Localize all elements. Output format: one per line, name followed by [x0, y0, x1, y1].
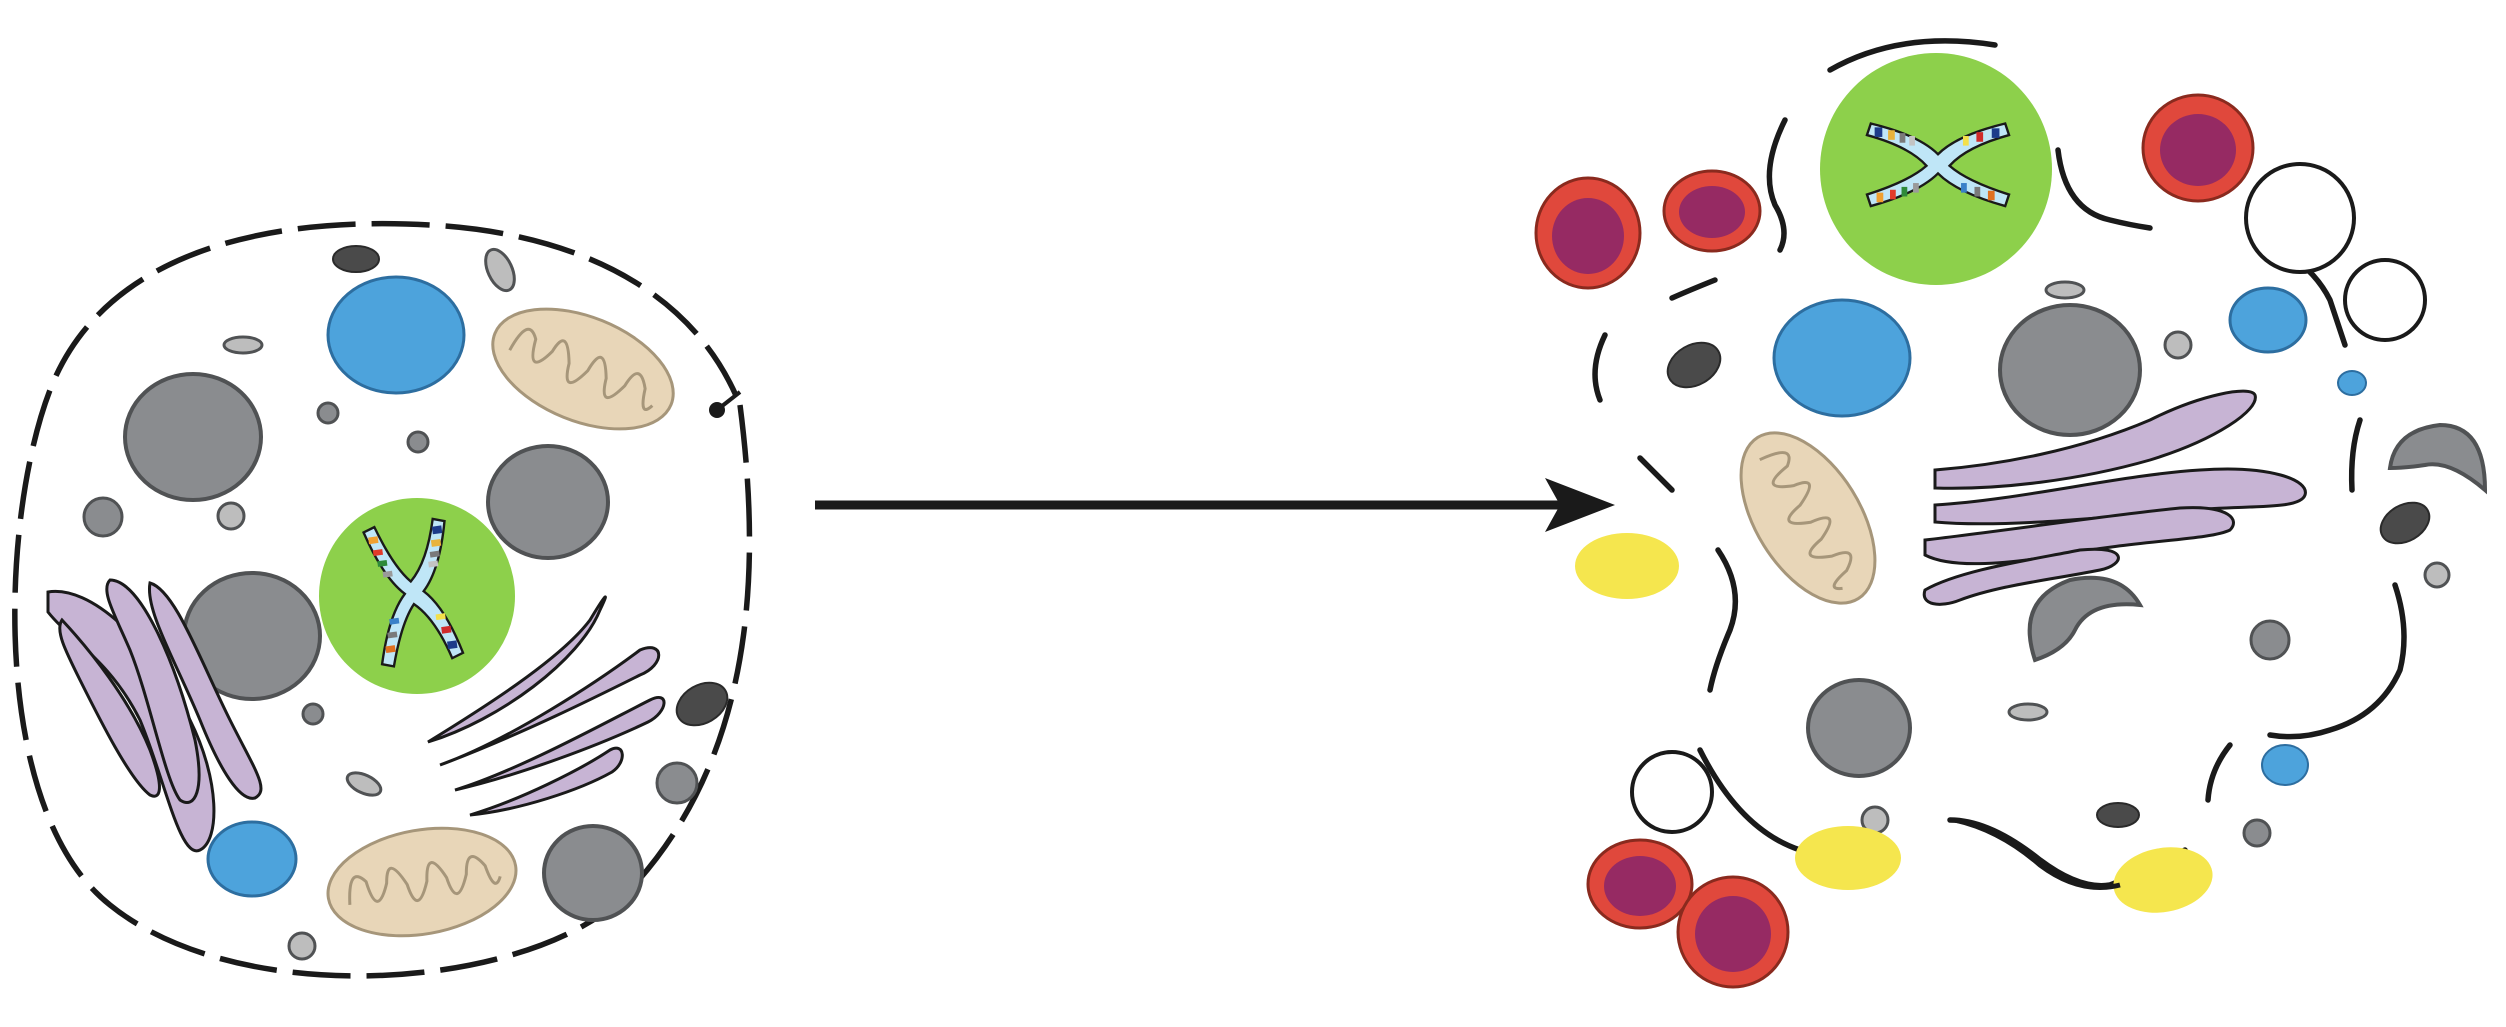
dark-granule: [332, 245, 380, 273]
blue-vesicle: [2261, 744, 2309, 786]
small-granule: [316, 401, 340, 425]
small-granule: [2163, 330, 2193, 360]
golgi-apparatus: [427, 595, 666, 817]
fragment-line: [1954, 817, 2121, 890]
grey-granule: [1806, 678, 1912, 778]
small-granule: [2423, 561, 2451, 589]
intact-cell: [12, 220, 753, 979]
dark-granule: [675, 681, 729, 727]
crescent-fragment: [2387, 422, 2488, 495]
lipid-droplet: [1795, 826, 1901, 890]
lipid-droplet: [2113, 847, 2213, 913]
mitochondrion: [1712, 408, 1904, 628]
small-granule: [216, 501, 246, 531]
blue-vesicle: [326, 275, 466, 395]
empty-vesicles: [1630, 162, 2427, 834]
red-bodies: [1534, 93, 2255, 989]
lipid-droplet: [1575, 533, 1679, 599]
oval-granule: [345, 771, 383, 797]
crescent-fragment: [2027, 575, 2144, 663]
small-granule: [301, 702, 325, 726]
oval-granule: [2007, 702, 2049, 722]
grey-granule: [486, 444, 610, 560]
oval-granule: [2044, 280, 2086, 300]
grey-granule: [123, 372, 263, 502]
small-granule: [655, 761, 699, 805]
dark-granule: [2379, 501, 2431, 545]
small-granule: [2249, 619, 2291, 661]
small-granule: [287, 931, 317, 961]
blue-vesicle: [206, 820, 298, 898]
grey-granule: [1998, 303, 2142, 437]
blue-vesicle: [2228, 286, 2308, 354]
blue-vesicle: [1772, 298, 1912, 418]
small-granule: [2242, 818, 2272, 848]
oval-granule: [222, 335, 264, 355]
dark-granule: [2096, 802, 2140, 828]
disrupted-cell: [1534, 38, 2488, 989]
golgi-apparatus: [46, 578, 263, 853]
golgi-apparatus: [1922, 389, 2307, 606]
grey-granule: [542, 824, 644, 922]
intact-cell-membrane: [12, 220, 753, 979]
membrane-spur: [715, 390, 742, 412]
oval-granule: [484, 247, 516, 293]
small-granule: [82, 496, 124, 538]
mitochondrion: [473, 283, 693, 455]
dark-granule: [1666, 341, 1722, 389]
mitochondrion: [317, 812, 527, 952]
small-granule: [406, 430, 430, 454]
blue-vesicle: [2337, 370, 2367, 396]
process-arrow: [815, 478, 1615, 532]
